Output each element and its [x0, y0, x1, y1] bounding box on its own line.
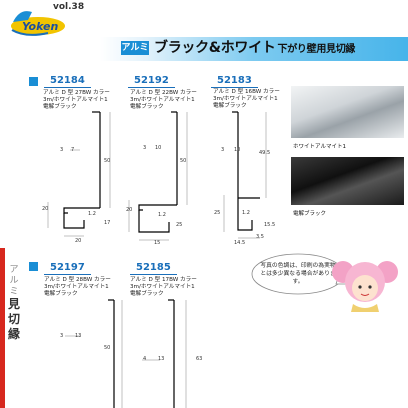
dim-label: 13: [75, 333, 82, 339]
product-code-52197: 52197: [44, 262, 91, 275]
profile-drawing-52183: [223, 111, 267, 239]
dim-label: 20: [126, 207, 133, 213]
product-code-52192: 52192: [128, 75, 175, 88]
dim-label: 50: [180, 158, 187, 164]
section-marker: [29, 262, 38, 271]
profile-drawing-52184: [47, 111, 111, 237]
page-title-main: ブラック&ホワイト: [154, 40, 276, 56]
product-name: アルミ D 型 28BW カラー 3m/ホワイトアルマイト1 電解ブラック: [44, 277, 111, 297]
product-code-52184: 52184: [44, 75, 91, 88]
profile-drawing-52197: [65, 299, 123, 408]
product-name: アルミ D 型 22BW カラー 3m/ホワイトアルマイト1 電解ブラック: [130, 90, 197, 110]
yoken-logo: Yoken: [11, 11, 65, 36]
dim-label: 50: [104, 345, 111, 351]
profile-drawing-52192: [128, 111, 188, 241]
side-red-bar: [0, 248, 5, 408]
section-marker: [29, 77, 38, 86]
dim-label: 3: [221, 147, 225, 153]
photo-label-black: 電解ブラック: [293, 211, 327, 217]
page-subtitle: 下がり壁用見切縁: [277, 44, 356, 55]
product-name: アルミ D 型 17BW カラー 3m/ホワイトアルマイト1 電解ブラック: [130, 277, 197, 297]
photo-disclaimer: 写真の色調は、印刷の為実物とは多少異なる場合があります。: [260, 263, 336, 285]
photo-label-white: ホワイトアルマイト1: [293, 144, 346, 150]
dim-label: 15: [154, 240, 161, 246]
dim-label: 1.2: [158, 212, 166, 218]
dim-label: 4: [143, 356, 147, 362]
dim-label: 3: [60, 333, 64, 339]
dim-label: 1.2: [242, 210, 250, 216]
photo-white-profile: [291, 86, 404, 138]
mascot-girl-illustration: [332, 261, 398, 312]
product-code-52185: 52185: [130, 262, 177, 275]
dim-label: 10: [234, 147, 241, 153]
volume-label: vol.38: [53, 2, 85, 12]
dim-label: 3.5: [256, 234, 264, 240]
profile-drawing-52185: [142, 299, 187, 408]
dim-label: 15.5: [264, 222, 276, 228]
product-name: アルミ D 型 16BW カラー 3m/ホワイトアルマイト1 電解ブラック: [213, 89, 280, 109]
dim-label: 20: [42, 206, 49, 212]
dim-label: 50: [104, 158, 111, 164]
dim-label: 3: [143, 145, 147, 151]
dim-label: 7: [71, 147, 75, 153]
dim-label: 17: [104, 220, 111, 226]
product-name: アルミ D 型 27BW カラー 3m/ホワイトアルマイト1 電解ブラック: [43, 90, 110, 110]
header-band: [100, 37, 408, 61]
product-code-52183: 52183: [211, 75, 258, 88]
dim-label: 49.5: [259, 150, 271, 156]
svg-text:Yoken: Yoken: [22, 20, 58, 33]
page-title: ブラック&ホワイト下がり壁用見切縁: [154, 38, 355, 60]
dim-label: 25: [214, 210, 221, 216]
dim-label: 63: [196, 356, 203, 362]
side-category: アルミ: [9, 265, 19, 297]
dim-label: 20: [75, 238, 82, 244]
category-label: アルミ: [121, 41, 149, 55]
dim-label: 25: [176, 222, 183, 228]
side-section: 見切縁: [7, 297, 20, 341]
dim-label: 1.2: [88, 211, 96, 217]
photo-black-profile: [291, 157, 404, 205]
dim-label: 3: [60, 147, 64, 153]
dim-label: 14.5: [234, 240, 246, 246]
dim-label: 13: [158, 356, 165, 362]
dim-label: 10: [155, 145, 162, 151]
